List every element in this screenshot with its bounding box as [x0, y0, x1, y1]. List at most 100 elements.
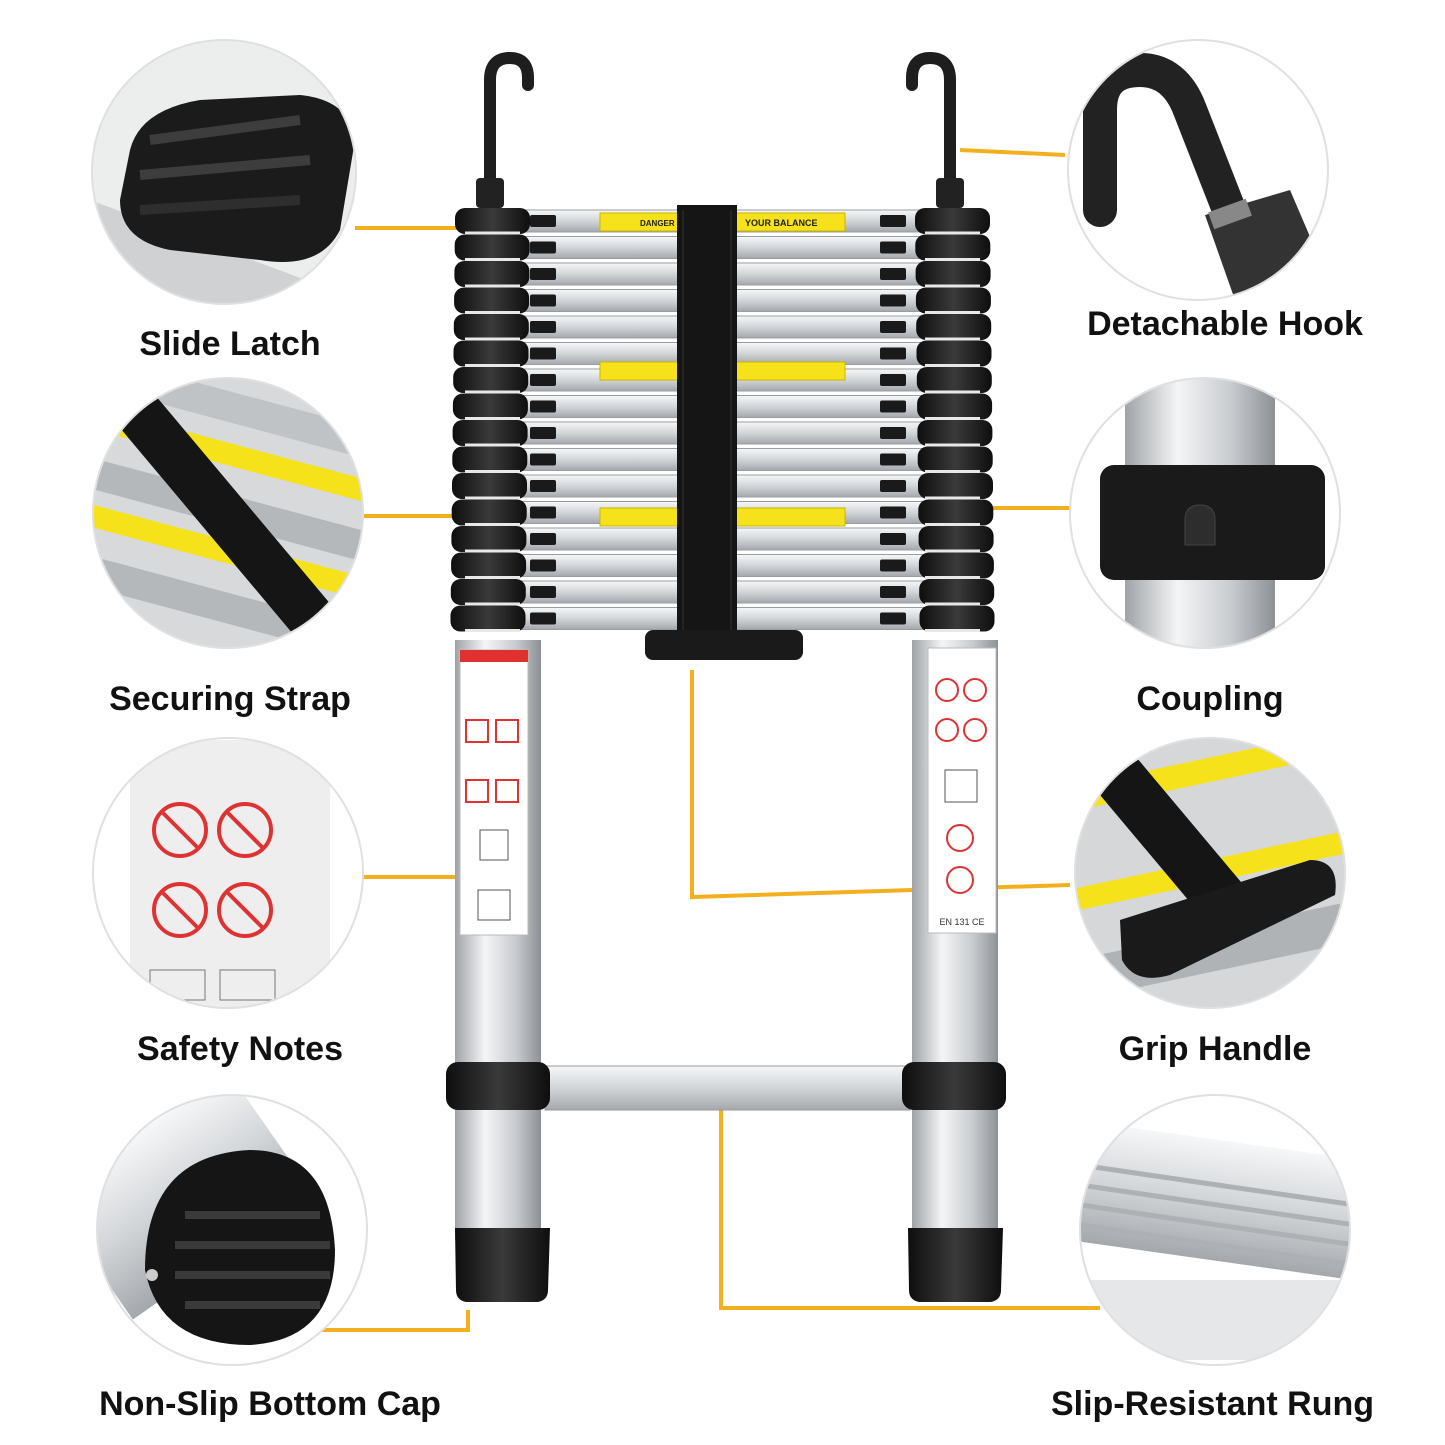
- slide-latch: [880, 427, 906, 439]
- slide-latch: [880, 586, 906, 598]
- detail-slide-latch: [92, 40, 356, 304]
- slide-latch: [530, 427, 556, 439]
- coupling: [915, 234, 991, 261]
- coupling: [917, 420, 993, 446]
- slide-latch: [530, 400, 556, 413]
- coupling: [918, 526, 994, 552]
- standard-text: EN 131 CE: [939, 917, 984, 927]
- slide-latch: [530, 268, 556, 280]
- grip-handle: [645, 630, 803, 660]
- coupling: [918, 552, 994, 579]
- coupling: [915, 208, 990, 234]
- coupling: [455, 208, 530, 234]
- securing-strap: [677, 205, 737, 640]
- detail-safety-notes: [93, 738, 363, 1008]
- coupling: [454, 287, 530, 314]
- slide-latch: [880, 347, 906, 360]
- bottom-rung: [544, 1065, 911, 1111]
- foot-cap-left: [455, 1228, 550, 1302]
- slide-latch: [530, 612, 556, 625]
- slide-latch: [880, 533, 906, 545]
- coupling: [915, 261, 991, 287]
- slide-latch: [530, 215, 556, 227]
- coupling: [917, 446, 993, 473]
- leader-grip-handle: [690, 670, 1071, 900]
- label-detachable-hook: Detachable Hook: [1087, 305, 1363, 343]
- coupling: [917, 393, 993, 420]
- bottom-coupling-right: [902, 1062, 1006, 1110]
- slide-latch: [530, 453, 556, 466]
- coupling: [453, 340, 529, 367]
- ladder: DANGER YOUR BALANCE EN 131 CE: [446, 51, 1006, 1302]
- hook-left: [484, 51, 534, 206]
- coupling: [450, 579, 526, 605]
- slide-latch: [530, 559, 556, 572]
- slide-latch: [530, 321, 556, 333]
- slide-latch: [530, 241, 556, 254]
- slide-latch: [530, 533, 556, 545]
- slide-latch: [880, 241, 906, 254]
- label-slip-resistant-rung: Slip-Resistant Rung: [1050, 1385, 1375, 1423]
- label-slide-latch: Slide Latch: [139, 325, 321, 363]
- safety-label-left: [459, 649, 529, 936]
- slide-latch: [530, 374, 556, 386]
- coupling: [453, 314, 529, 340]
- slide-latch: [530, 294, 556, 307]
- slide-latch: [880, 268, 906, 280]
- coupling: [450, 605, 526, 632]
- coupling: [454, 261, 530, 287]
- coupling: [915, 287, 991, 314]
- label-coupling: Coupling: [1136, 680, 1284, 718]
- coupling: [452, 473, 527, 499]
- coupling: [919, 605, 995, 632]
- slide-latch: [880, 321, 906, 333]
- coupling: [451, 552, 527, 579]
- detail-coupling: [1070, 378, 1340, 648]
- slide-latch: [530, 347, 556, 360]
- slide-latch: [880, 453, 906, 466]
- coupling: [452, 393, 528, 420]
- label-non-slip-bottom-cap: Non-Slip Bottom Cap: [99, 1385, 441, 1423]
- slide-latch: [880, 480, 906, 492]
- coupling: [452, 420, 528, 446]
- detail-non-slip-cap: [97, 1095, 367, 1365]
- label-grip-handle: Grip Handle: [1118, 1030, 1312, 1068]
- detail-detachable-hook: [1068, 40, 1328, 300]
- slide-latch: [880, 400, 906, 413]
- slide-latch: [880, 215, 906, 227]
- coupling: [919, 579, 995, 605]
- slide-latch: [880, 506, 906, 519]
- coupling: [451, 499, 527, 526]
- slide-latch: [530, 586, 556, 598]
- slide-latch: [530, 480, 556, 492]
- coupling: [451, 526, 527, 552]
- leader-detachable-hook: [959, 148, 1066, 157]
- hook-right: [906, 51, 956, 206]
- coupling: [918, 473, 993, 499]
- bottom-coupling-left: [446, 1062, 550, 1110]
- coupling: [452, 446, 528, 473]
- balance-text: YOUR BALANCE: [745, 218, 818, 228]
- detail-securing-strap: [93, 378, 363, 648]
- danger-text: DANGER: [640, 219, 675, 228]
- leader-slip-rung: [719, 1092, 1100, 1310]
- slide-latch: [880, 612, 906, 625]
- slide-latch: [880, 559, 906, 572]
- detail-grip-handle: [1075, 738, 1345, 1008]
- coupling: [916, 367, 992, 393]
- leader-non-slip-cap: [315, 1310, 470, 1332]
- label-securing-strap: Securing Strap: [109, 680, 351, 718]
- coupling: [454, 234, 530, 261]
- coupling: [453, 367, 529, 393]
- slide-latch: [880, 374, 906, 386]
- slide-latch: [880, 294, 906, 307]
- detail-slip-rung: [1080, 1095, 1350, 1365]
- coupling: [916, 340, 992, 367]
- coupling: [916, 314, 992, 340]
- safety-label-right: EN 131 CE: [927, 647, 997, 934]
- slide-latch: [530, 506, 556, 519]
- coupling: [918, 499, 994, 526]
- foot-cap-right: [908, 1228, 1003, 1302]
